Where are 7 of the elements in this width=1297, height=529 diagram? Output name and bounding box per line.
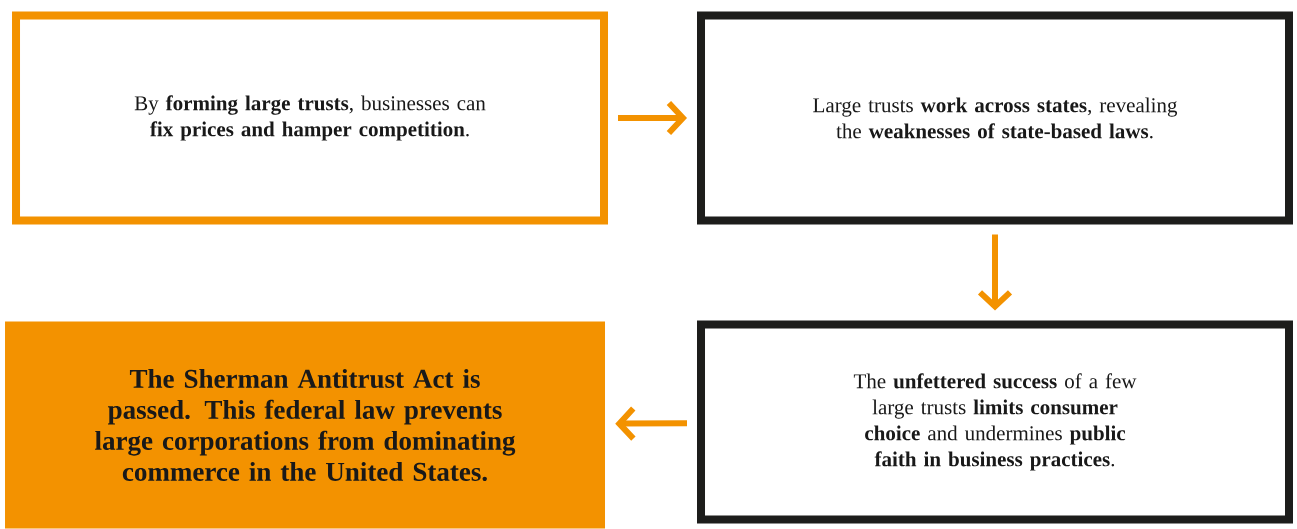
cause-box: By forming large trusts, businesses can fix prices and hamper competition. <box>12 11 608 225</box>
cause-box: Large trusts work across states, revealing the weaknesses of state-based laws. <box>697 11 1293 225</box>
arrow <box>977 234 1013 311</box>
arrow <box>618 100 687 136</box>
cause-box: The unfettered success of a few large trusts limits consumer choice and undermines public faith in business practices. <box>697 320 1293 524</box>
arrow <box>615 406 688 441</box>
result-box: The Sherman Antitrust Act is passed. This federal law prevents large corporations from dominating commerce in the United States. <box>5 321 605 529</box>
